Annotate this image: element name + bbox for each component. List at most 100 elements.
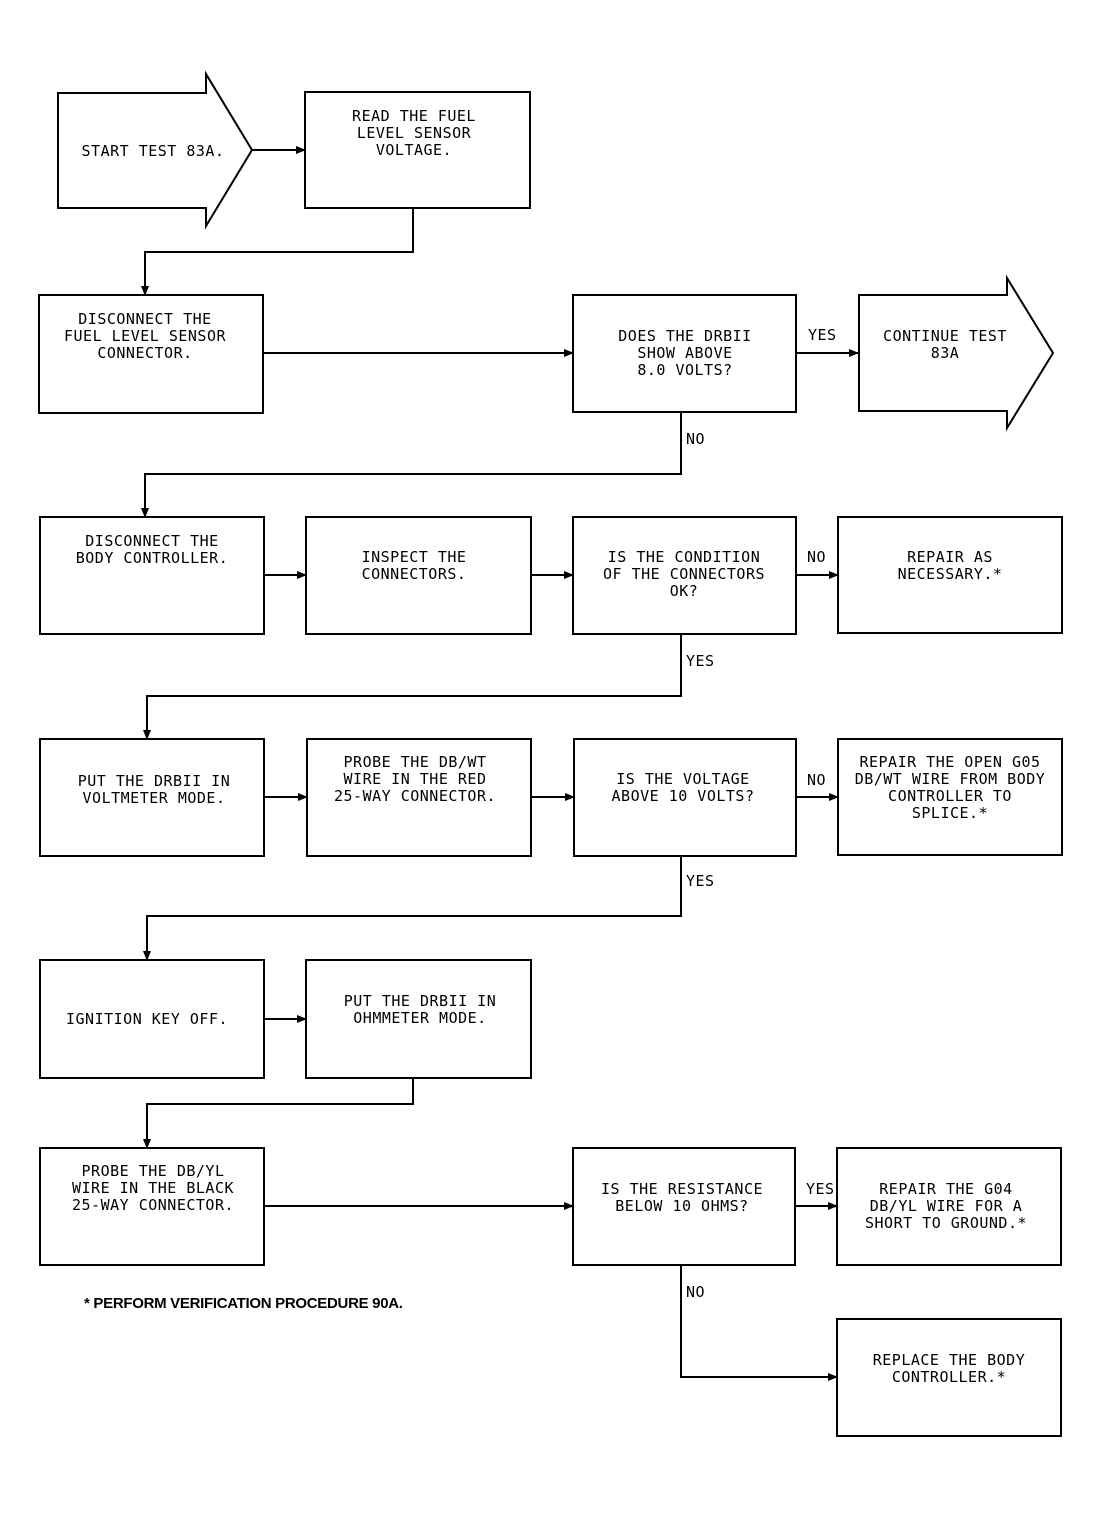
node-text-line: BELOW 10 OHMS? <box>615 1197 748 1215</box>
edge-q3-yes <box>143 856 682 961</box>
node-text-line: NECESSARY.* <box>898 565 1003 583</box>
node-text-line: CONNECTORS. <box>362 565 467 583</box>
node-text-line: CONTROLLER.* <box>892 1368 1006 1386</box>
inspect-connectors-box <box>305 516 532 635</box>
node-text-line: PROBE THE DB/YL <box>82 1162 225 1180</box>
node-text-line: OK? <box>670 582 699 600</box>
probe-dbyl-box <box>39 1147 265 1266</box>
node-text-line: DB/WT WIRE FROM BODY <box>855 770 1046 788</box>
node-text-line: REPAIR THE G04 <box>879 1180 1012 1198</box>
node-text-line: 8.0 VOLTS? <box>637 361 732 379</box>
q-voltage-above-10-box <box>573 738 797 857</box>
node-text-line: 25-WAY CONNECTOR. <box>72 1196 234 1214</box>
q1-no-label: NO <box>686 430 705 448</box>
node-text-line: DISCONNECT THE <box>78 310 211 328</box>
node-text-line: 83A <box>931 344 960 362</box>
node-text-line: WIRE IN THE RED <box>344 770 487 788</box>
node-text-line: CONTINUE TEST <box>883 327 1007 345</box>
q-resistance-below-10-box <box>572 1147 796 1266</box>
q1-yes-label: YES <box>808 326 837 344</box>
node-text-line: READ THE FUEL <box>352 107 476 125</box>
ignition-off-text: IGNITION KEY OFF. <box>66 1010 228 1028</box>
node-text-line: REPAIR AS <box>907 548 993 566</box>
node-text-line: PUT THE DRBII IN <box>344 992 497 1010</box>
disconnect-body-box <box>39 516 265 635</box>
node-text-line: LEVEL SENSOR <box>357 124 472 142</box>
disconnect-sensor-box <box>38 294 264 414</box>
node-text-line: REPLACE THE BODY <box>873 1351 1026 1369</box>
ignition-off-box <box>39 959 265 1079</box>
node-text-line: 25-WAY CONNECTOR. <box>334 787 496 805</box>
footnote: * PERFORM VERIFICATION PROCEDURE 90A. <box>84 1295 403 1312</box>
node-text-line: IS THE VOLTAGE <box>616 770 749 788</box>
node-text-line: SHORT TO GROUND.* <box>865 1214 1027 1232</box>
edge-q1-no <box>141 412 682 518</box>
node-text-line: PUT THE DRBII IN <box>78 772 231 790</box>
continue-arrow-shape <box>858 274 1055 432</box>
node-text-line: FUEL LEVEL SENSOR <box>64 327 226 345</box>
repair-open-g05-box <box>837 738 1063 856</box>
q-drbii-above-8-box <box>572 294 797 413</box>
start-text: START TEST 83A. <box>82 142 225 160</box>
edges <box>141 146 859 1381</box>
node-text-line: DB/YL WIRE FOR A <box>870 1197 1023 1215</box>
node-text-line: WIRE IN THE BLACK <box>72 1179 234 1197</box>
edge-read-to-disconnect-sensor <box>141 208 414 296</box>
q2-no-label: NO <box>807 548 826 566</box>
node-text-line: START TEST 83A. <box>82 142 225 160</box>
node-text-line: BODY CONTROLLER. <box>76 549 229 567</box>
start-arrow-shape <box>57 70 254 230</box>
repair-g04-box <box>836 1147 1062 1266</box>
node-text-line: PROBE THE DB/WT <box>344 753 487 771</box>
node-text-line: OHMMETER MODE. <box>353 1009 486 1027</box>
ohmmeter-mode-box <box>305 959 532 1079</box>
q-connectors-ok-box <box>572 516 797 635</box>
node-text-line: CONTROLLER TO <box>888 787 1012 805</box>
q3-yes-label: YES <box>686 872 715 890</box>
edge-ohmmeter-to-probe-dbyl <box>143 1078 414 1149</box>
edge-q2-yes <box>143 634 682 740</box>
node-text-line: VOLTAGE. <box>376 141 452 159</box>
node-text-line: IS THE CONDITION <box>608 548 761 566</box>
node-text-line: SHOW ABOVE <box>637 344 732 362</box>
node-text-line: DOES THE DRBII <box>618 327 751 345</box>
probe-dbwt-box <box>306 738 532 857</box>
q3-no-label: NO <box>807 771 826 789</box>
node-text-line: CONNECTOR. <box>97 344 192 362</box>
node-text-line: ABOVE 10 VOLTS? <box>612 787 755 805</box>
q2-yes-label: YES <box>686 652 715 670</box>
repair-as-necessary-box <box>837 516 1063 634</box>
node-text-line: OF THE CONNECTORS <box>603 565 765 583</box>
node-text-line: IGNITION KEY OFF. <box>66 1010 228 1028</box>
replace-body-box <box>836 1318 1062 1437</box>
node-text-line: VOLTMETER MODE. <box>83 789 226 807</box>
node-text-line: INSPECT THE <box>362 548 467 566</box>
boxes <box>38 91 1063 1437</box>
q4-yes-label: YES <box>806 1180 835 1198</box>
edge-labels: YES NO NO YES NO YES YES NO <box>686 326 837 1301</box>
voltmeter-mode-box <box>39 738 265 857</box>
node-text-line: DISCONNECT THE <box>85 532 218 550</box>
node-text-line: IS THE RESISTANCE <box>601 1180 763 1198</box>
read-voltage-box <box>304 91 531 209</box>
node-text-line: SPLICE.* <box>912 804 988 822</box>
